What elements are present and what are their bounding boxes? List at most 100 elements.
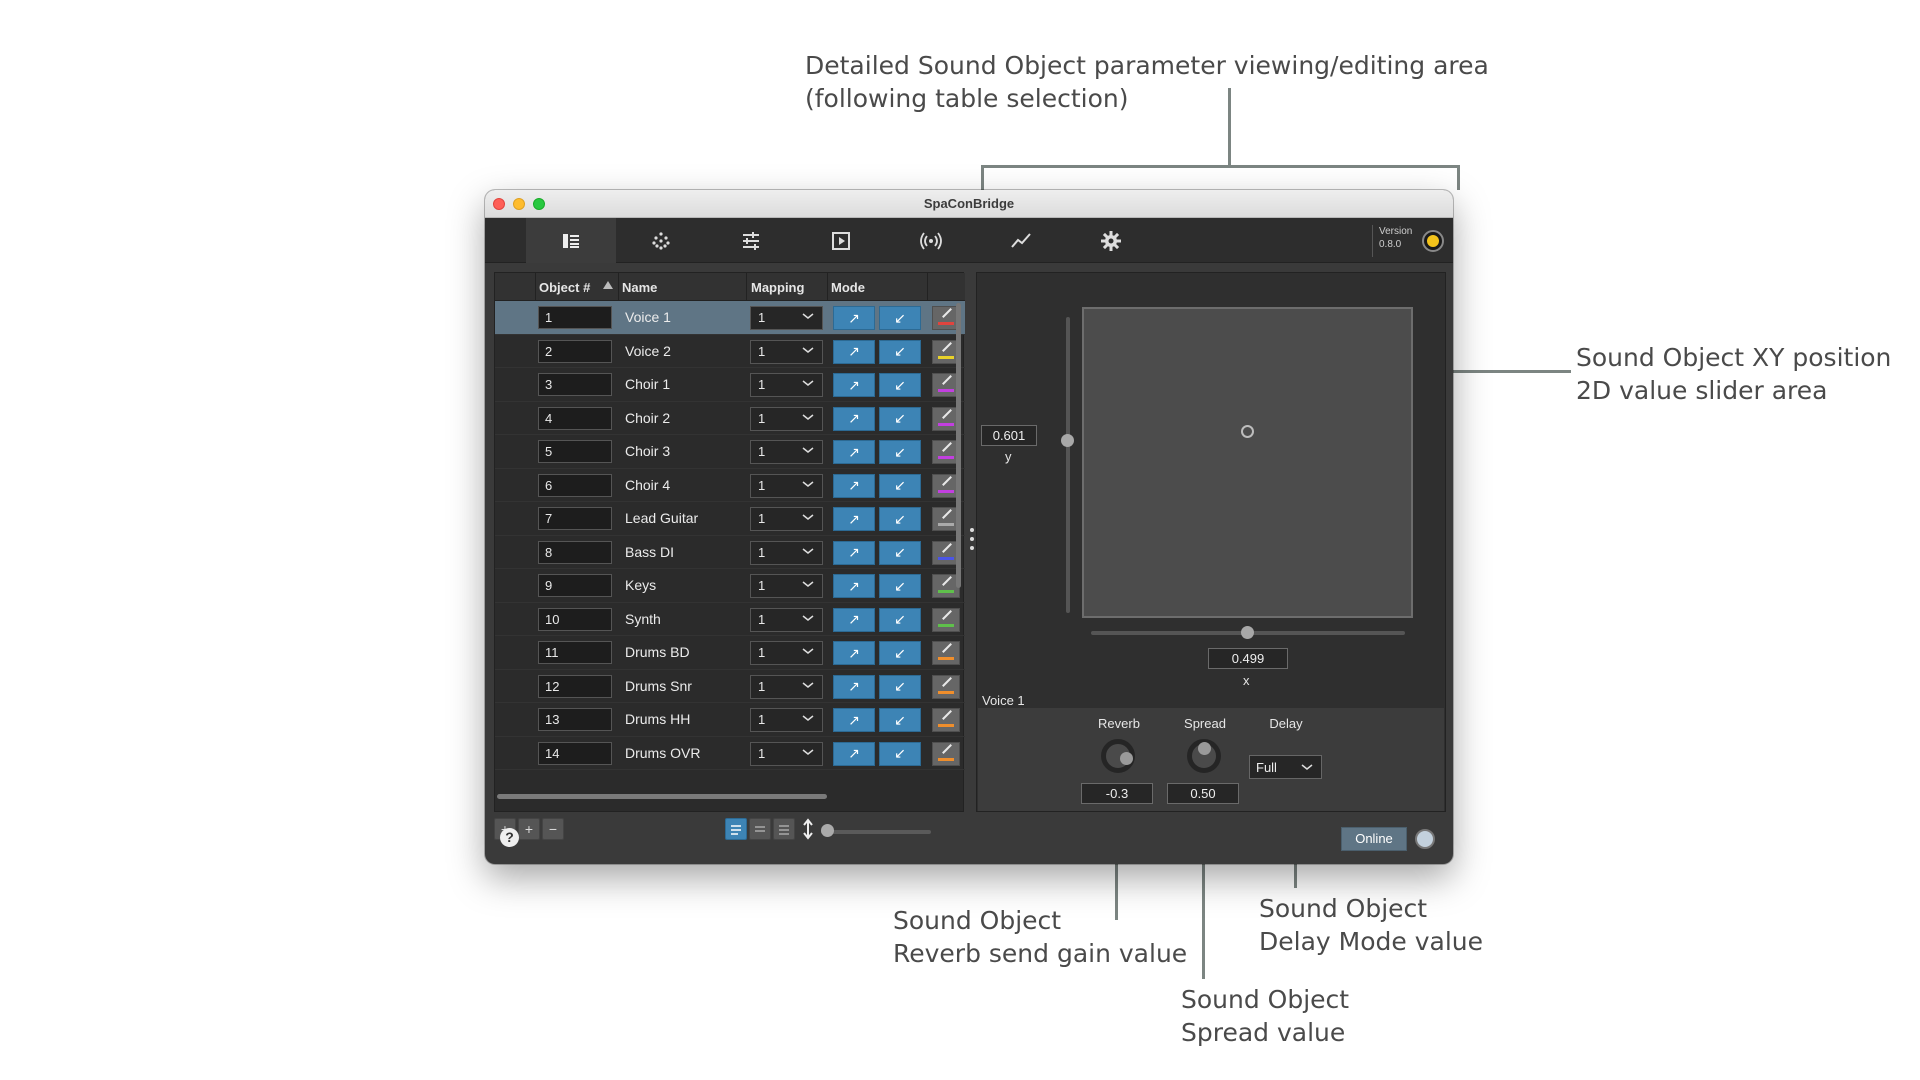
mode-rx-button[interactable]: ↙ (879, 574, 921, 598)
row-select-area[interactable] (495, 301, 535, 334)
object-color-button[interactable] (932, 540, 960, 565)
object-name-label[interactable]: Drums Snr (625, 677, 692, 694)
mode-tx-button[interactable]: ↗ (833, 406, 875, 431)
object-name-label[interactable]: Voice 1 (625, 309, 671, 325)
mapping-select[interactable]: 1 (750, 507, 823, 531)
close-window-button[interactable] (493, 198, 505, 210)
row-select-area[interactable] (495, 435, 535, 468)
object-number-field[interactable]: 2 (538, 339, 612, 363)
object-color-button[interactable] (932, 339, 960, 364)
tab-multislider[interactable] (616, 218, 706, 263)
mode-rx-button[interactable]: ↙ (879, 641, 921, 665)
object-name-label[interactable]: Synth (625, 610, 661, 627)
object-color-button[interactable] (932, 708, 960, 732)
object-number-field[interactable]: 9 (538, 574, 612, 597)
mapping-select[interactable]: 1 (750, 607, 823, 632)
mode-rx-button[interactable]: ↙ (879, 674, 921, 699)
row-select-area[interactable] (495, 469, 535, 502)
object-color-button[interactable] (932, 507, 960, 531)
row-height-slider-track[interactable] (821, 830, 931, 834)
object-name-label[interactable]: Keys (625, 577, 657, 593)
select-all-button[interactable] (725, 818, 747, 840)
mode-rx-button[interactable]: ↙ (879, 440, 921, 464)
object-number-field[interactable]: 6 (538, 473, 612, 497)
object-number-field[interactable]: 12 (538, 674, 612, 698)
object-color-button[interactable] (932, 306, 960, 330)
column-header-mapping[interactable]: Mapping (751, 280, 805, 295)
reverb-value-field[interactable]: -0.3 (1081, 783, 1153, 804)
mapping-select[interactable]: 1 (750, 540, 823, 565)
object-color-button[interactable] (932, 674, 960, 699)
object-name-label[interactable]: Drums HH (625, 711, 691, 727)
row-select-area[interactable] (495, 670, 535, 703)
mode-rx-button[interactable]: ↙ (879, 741, 921, 766)
invert-selection-button[interactable] (773, 818, 795, 840)
mode-tx-button[interactable]: ↗ (833, 440, 875, 464)
mapping-select[interactable]: 1 (750, 641, 823, 665)
mapping-select[interactable]: 1 (750, 339, 823, 364)
mode-tx-button[interactable]: ↗ (833, 574, 875, 598)
mode-tx-button[interactable]: ↗ (833, 473, 875, 498)
mode-rx-button[interactable]: ↙ (879, 540, 921, 565)
object-color-button[interactable] (932, 473, 960, 498)
object-color-button[interactable] (932, 641, 960, 665)
mode-rx-button[interactable]: ↙ (879, 507, 921, 531)
mode-rx-button[interactable]: ↙ (879, 406, 921, 431)
mode-rx-button[interactable]: ↙ (879, 373, 921, 397)
select-none-button[interactable] (749, 818, 771, 840)
object-number-field[interactable]: 8 (538, 540, 612, 564)
tab-settings[interactable] (1066, 218, 1156, 263)
panel-splitter-handle[interactable] (970, 528, 974, 558)
object-number-field[interactable]: 3 (538, 373, 612, 396)
object-color-button[interactable] (932, 373, 960, 397)
object-number-field[interactable]: 10 (538, 607, 612, 631)
maximize-window-button[interactable] (533, 198, 545, 210)
row-select-area[interactable] (495, 368, 535, 401)
mode-tx-button[interactable]: ↗ (833, 674, 875, 699)
mode-rx-button[interactable]: ↙ (879, 339, 921, 364)
xy-position-slider-area[interactable] (1082, 307, 1413, 618)
online-button[interactable]: Online (1341, 827, 1407, 851)
row-height-slider-knob[interactable] (821, 824, 834, 837)
y-value-field[interactable]: 0.601 (981, 425, 1037, 446)
xy-position-knob[interactable] (1241, 425, 1254, 438)
mode-tx-button[interactable]: ↗ (833, 373, 875, 397)
object-name-label[interactable]: Choir 1 (625, 376, 671, 392)
row-select-area[interactable] (495, 737, 535, 770)
object-number-field[interactable]: 13 (538, 708, 612, 731)
mode-tx-button[interactable]: ↗ (833, 741, 875, 766)
x-value-field[interactable]: 0.499 (1208, 648, 1288, 669)
mapping-select[interactable]: 1 (750, 440, 823, 464)
row-select-area[interactable] (495, 502, 535, 535)
object-name-label[interactable]: Choir 4 (625, 476, 671, 493)
row-select-area[interactable] (495, 603, 535, 636)
object-number-field[interactable]: 5 (538, 440, 612, 463)
mode-rx-button[interactable]: ↙ (879, 473, 921, 498)
object-color-button[interactable] (932, 607, 960, 632)
mapping-select[interactable]: 1 (750, 708, 823, 732)
tab-scenes[interactable] (796, 218, 886, 263)
object-color-button[interactable] (932, 741, 960, 766)
reverb-knob[interactable] (1101, 739, 1135, 773)
row-select-area[interactable] (495, 636, 535, 669)
object-number-field[interactable]: 4 (538, 406, 612, 430)
mode-tx-button[interactable]: ↗ (833, 708, 875, 732)
object-color-button[interactable] (932, 440, 960, 464)
mapping-select[interactable]: 1 (750, 406, 823, 431)
online-power-toggle[interactable] (1422, 230, 1444, 252)
object-name-label[interactable]: Bass DI (625, 543, 675, 560)
object-number-field[interactable]: 1 (538, 306, 612, 329)
mode-tx-button[interactable]: ↗ (833, 607, 875, 632)
